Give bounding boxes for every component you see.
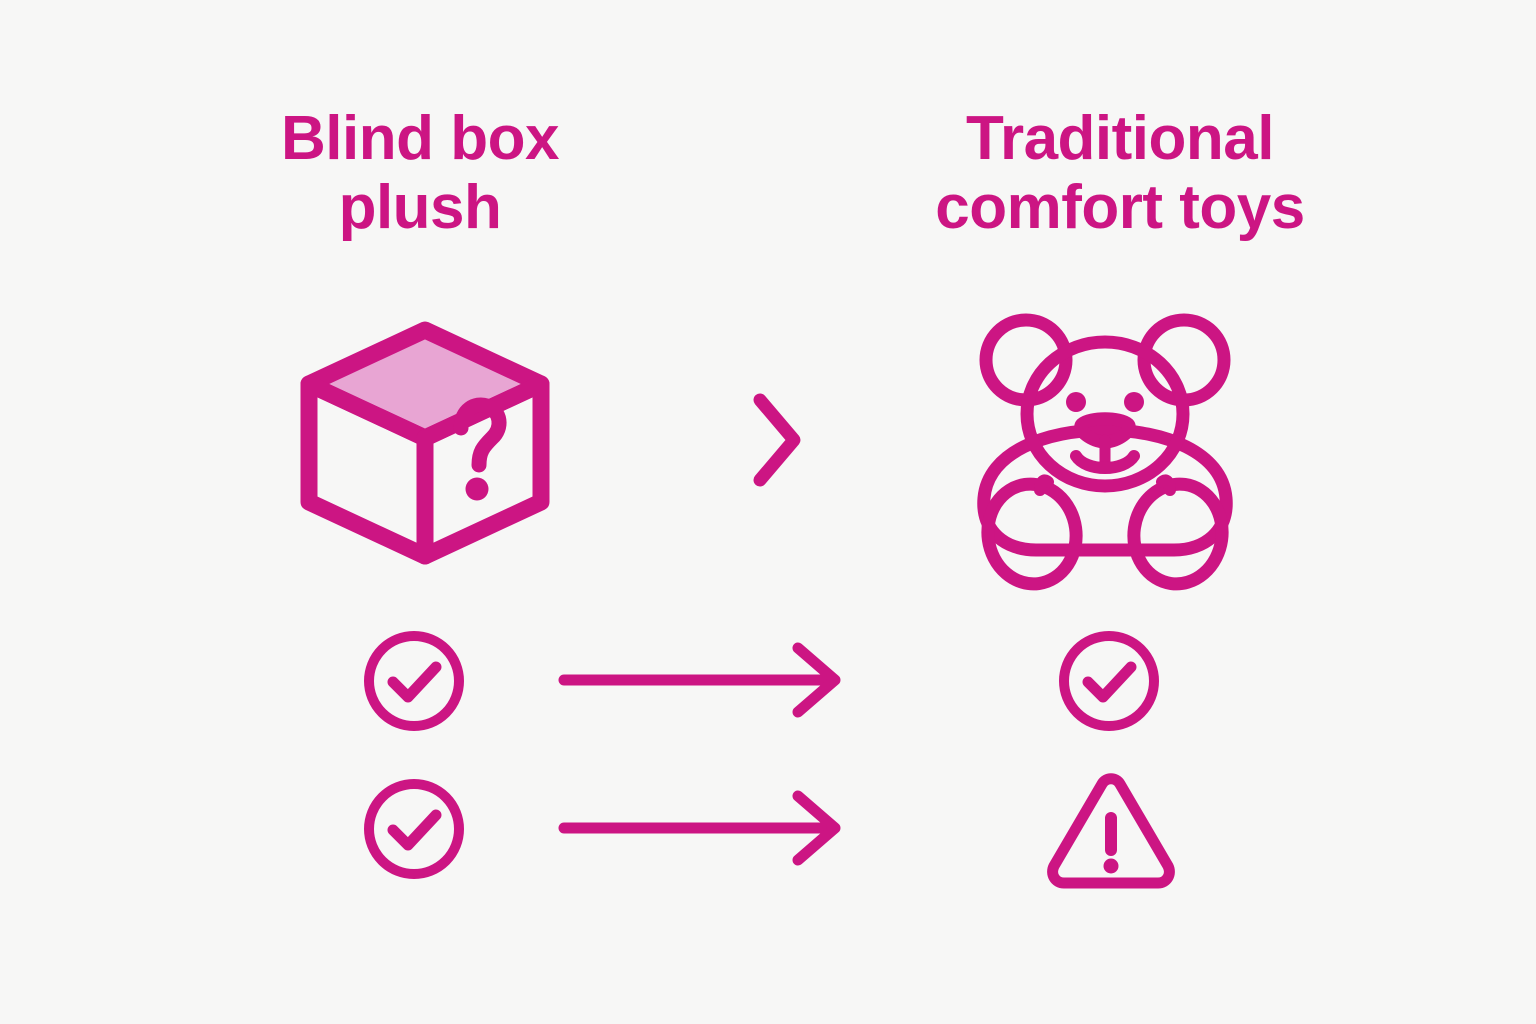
check-circle-icon <box>1058 630 1160 732</box>
right-column-heading: Traditional comfort toys <box>935 104 1305 243</box>
teddy-bear-icon <box>968 312 1242 594</box>
warning-triangle-icon <box>1040 770 1182 892</box>
check-circle-icon <box>363 630 465 732</box>
chevron-right-icon <box>746 390 808 490</box>
left-column-heading: Blind box plush <box>281 104 559 243</box>
arrow-right-icon <box>558 642 846 718</box>
arrow-right-icon <box>558 790 846 866</box>
check-circle-icon <box>363 778 465 880</box>
mystery-box-icon <box>285 310 565 576</box>
